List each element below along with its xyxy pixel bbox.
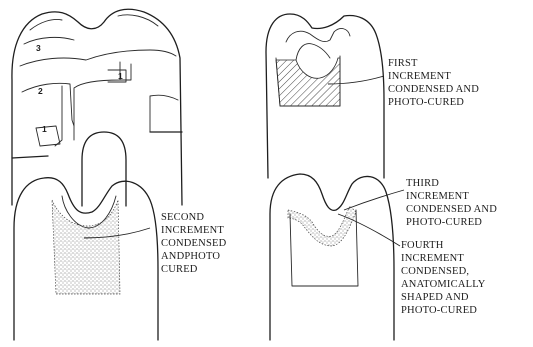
panel-d-final-increments: THIRD INCREMENT CONDENSED AND PHOTO-CURE… (270, 174, 500, 340)
panel-b-increment-surface (296, 44, 330, 60)
layer-number-1-lower: 1 (42, 124, 47, 134)
panel-a-layer-3-boundary (20, 50, 176, 66)
panel-a-tooth-section: 3 2 1 1 (12, 9, 182, 206)
panel-a-layer-1-outline (36, 70, 126, 146)
second-increment-stippled (52, 200, 120, 294)
panel-b-label: FIRST INCREMENT CONDENSED AND PHOTO-CURE… (388, 58, 482, 108)
panel-d-label-fourth: FOURTH INCREMENT CONDENSED, ANATOMICALLY… (401, 240, 488, 316)
panel-a-layer-2-boundary (22, 83, 74, 126)
panel-b-first-increment: FIRST INCREMENT CONDENSED AND PHOTO-CURE… (266, 14, 482, 178)
panel-c-second-increment: SECOND INCREMENT CONDENSED ANDPHOTO CURE… (14, 178, 229, 340)
panel-a-cusp-shading (24, 15, 158, 44)
layer-number-3: 3 (36, 43, 41, 53)
panel-a-root-detail (150, 95, 178, 132)
layer-number-2: 2 (38, 86, 43, 96)
panel-d-label-third: THIRD INCREMENT CONDENSED AND PHOTO-CURE… (406, 178, 500, 228)
panel-d-leader-third (344, 190, 404, 210)
panel-a-tooth-outline (12, 9, 182, 205)
panel-a-pulp-outline (82, 132, 126, 206)
panel-c-label: SECOND INCREMENT CONDENSED ANDPHOTO CURE… (161, 212, 229, 275)
third-increment-stippled (288, 206, 356, 246)
first-increment-hatched (276, 58, 340, 106)
layer-number-1-upper: 1 (118, 71, 123, 81)
